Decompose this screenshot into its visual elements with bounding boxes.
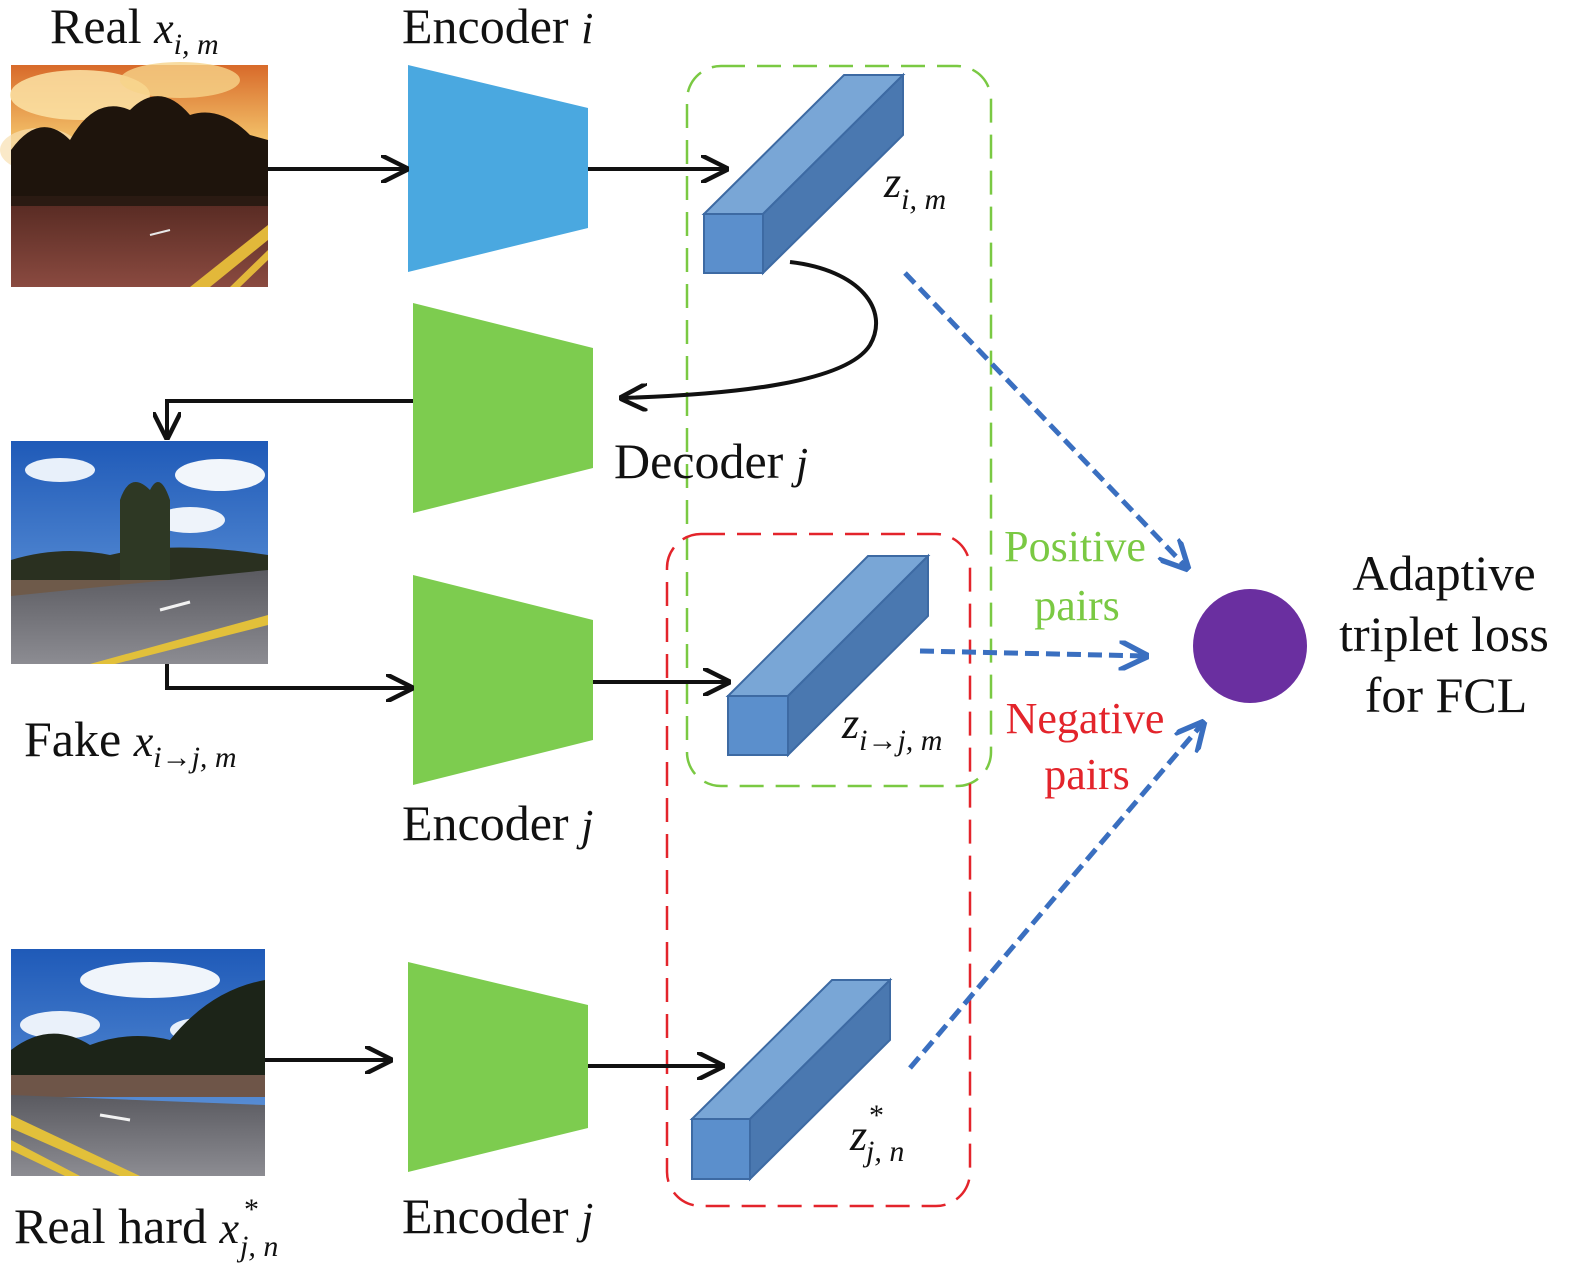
arrow-decoder-to-fake	[167, 399, 413, 437]
dashed-arrow-z-im-to-loss	[903, 271, 1187, 568]
label-fake-x: Fake xi→j, m	[24, 711, 237, 774]
label-real-x: Real xi, m	[50, 0, 219, 61]
label-real-hard-sup: *	[244, 1193, 259, 1226]
loss-node	[1193, 589, 1307, 703]
label-z-im: zi, m	[883, 158, 946, 216]
photo-real-hard-daytime	[11, 949, 265, 1176]
label-encoder-j-mid: Encoder j	[402, 795, 593, 851]
arrow-z-to-decoder	[622, 260, 878, 398]
label-positive-pairs: Positive pairs	[1004, 522, 1150, 630]
label-real-hard-x: Real hard x	[14, 1198, 239, 1254]
positive-pairs-box	[685, 64, 993, 788]
label-encoder-j-bottom: Encoder j	[402, 1188, 593, 1244]
feature-cuboid-z-jn	[689, 977, 893, 1182]
decoder-j-shape	[413, 303, 593, 513]
label-decoder-j: Decoder j	[614, 433, 808, 489]
feature-cuboid-z-im	[701, 72, 906, 276]
label-z-ijm: zi→j, m	[841, 699, 942, 757]
encoder-i-shape	[408, 65, 588, 272]
dashed-arrow-z-ijm-to-loss	[919, 651, 1146, 656]
encoder-j-mid-shape	[413, 575, 593, 785]
label-real-hard-sub: j, n	[236, 1230, 278, 1263]
photo-real-sunset	[0, 62, 268, 287]
encoder-j-bottom-shape	[408, 962, 588, 1172]
arrow-fake-to-encoder-j	[165, 664, 411, 688]
label-adaptive-triplet-loss: Adaptive triplet loss for FCL	[1339, 545, 1553, 723]
label-z-jn-sup: *	[869, 1099, 884, 1132]
photo-fake-daytime	[11, 441, 268, 664]
label-z-jn-sub: j, n	[862, 1135, 904, 1168]
negative-pairs-box	[665, 532, 972, 1208]
dashed-arrow-z-jn-to-loss	[908, 723, 1203, 1070]
label-encoder-i: Encoder i	[402, 0, 593, 54]
label-z-jn: z	[849, 1111, 867, 1160]
feature-cuboid-z-ijm	[725, 553, 931, 758]
label-negative-pairs: Negative pairs	[1006, 694, 1169, 799]
